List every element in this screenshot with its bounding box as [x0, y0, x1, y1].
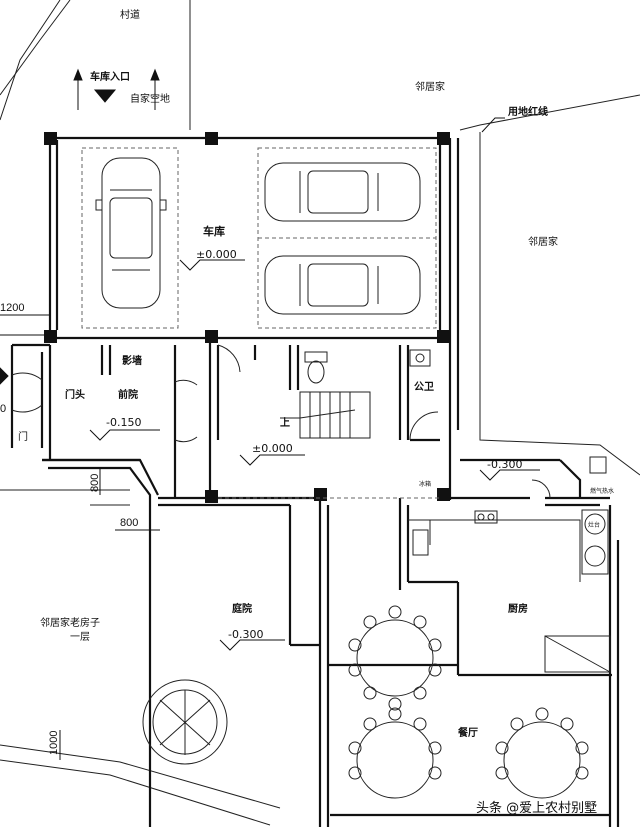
- watermark: 头条 @爱上农村别墅: [476, 800, 597, 816]
- hall-level: ±0.000: [252, 442, 293, 455]
- screen-wall-label: 影墙: [122, 354, 142, 367]
- garage-label: 车库: [203, 224, 225, 238]
- dimension-lines: [0, 314, 160, 760]
- front-yard-level: -0.150: [106, 416, 141, 429]
- walls: [10, 136, 620, 827]
- garage-dashed: [81, 147, 440, 499]
- village-road-label: 村道: [120, 8, 140, 21]
- dim-0: 0: [0, 403, 6, 415]
- car-left: [95, 157, 167, 309]
- stair-up-label: 上: [280, 416, 290, 429]
- courtyard-level: -0.300: [228, 628, 263, 641]
- own-land-label: 自家空地: [130, 92, 170, 105]
- dim-800b: 800: [120, 517, 138, 529]
- level-markers: [89, 259, 540, 651]
- entrance-arrows: [0, 68, 160, 385]
- gatehouse-label: 门头: [65, 388, 85, 401]
- wc-fixtures: [304, 349, 431, 384]
- courtyard-label: 庭院: [232, 602, 252, 615]
- neighbor-top-label: 邻居家: [415, 80, 445, 93]
- neighbor-right-label: 邻居家: [528, 235, 558, 248]
- tree-symbol: [142, 679, 228, 765]
- one-storey-label: 一层: [70, 631, 90, 643]
- public-wc-label: 公卫: [414, 381, 434, 393]
- doors: [11, 344, 551, 499]
- garage-entrance-label: 车库入口: [90, 70, 130, 83]
- side-level: -0.300: [487, 458, 522, 471]
- car-top: [264, 162, 421, 222]
- dim-1200: 1200: [0, 302, 24, 314]
- fridge-label: 冰箱: [419, 480, 431, 488]
- property-line-leader: [481, 117, 505, 133]
- property-line-label: 用地红线: [507, 105, 548, 118]
- stair: [280, 391, 371, 439]
- neighbor-old-house-label: 邻居家老房子: [40, 616, 100, 629]
- kitchen-label: 厨房: [508, 602, 528, 615]
- columns: [44, 132, 450, 503]
- front-yard-label: 前院: [118, 388, 138, 401]
- kitchen-counters: [408, 456, 611, 673]
- hearth-label-1: 灶台: [588, 521, 600, 529]
- gate-label: 门: [18, 430, 28, 443]
- garage-level: ±0.000: [196, 248, 237, 261]
- dining-tables: [348, 605, 589, 799]
- dim-800a: 800: [89, 474, 101, 492]
- dim-1000: 1000: [48, 731, 60, 755]
- car-bottom: [264, 255, 421, 315]
- gas-water-heater-label: 燃气热水: [590, 487, 614, 495]
- dining-label: 餐厅: [457, 726, 478, 739]
- chairs: [348, 605, 589, 780]
